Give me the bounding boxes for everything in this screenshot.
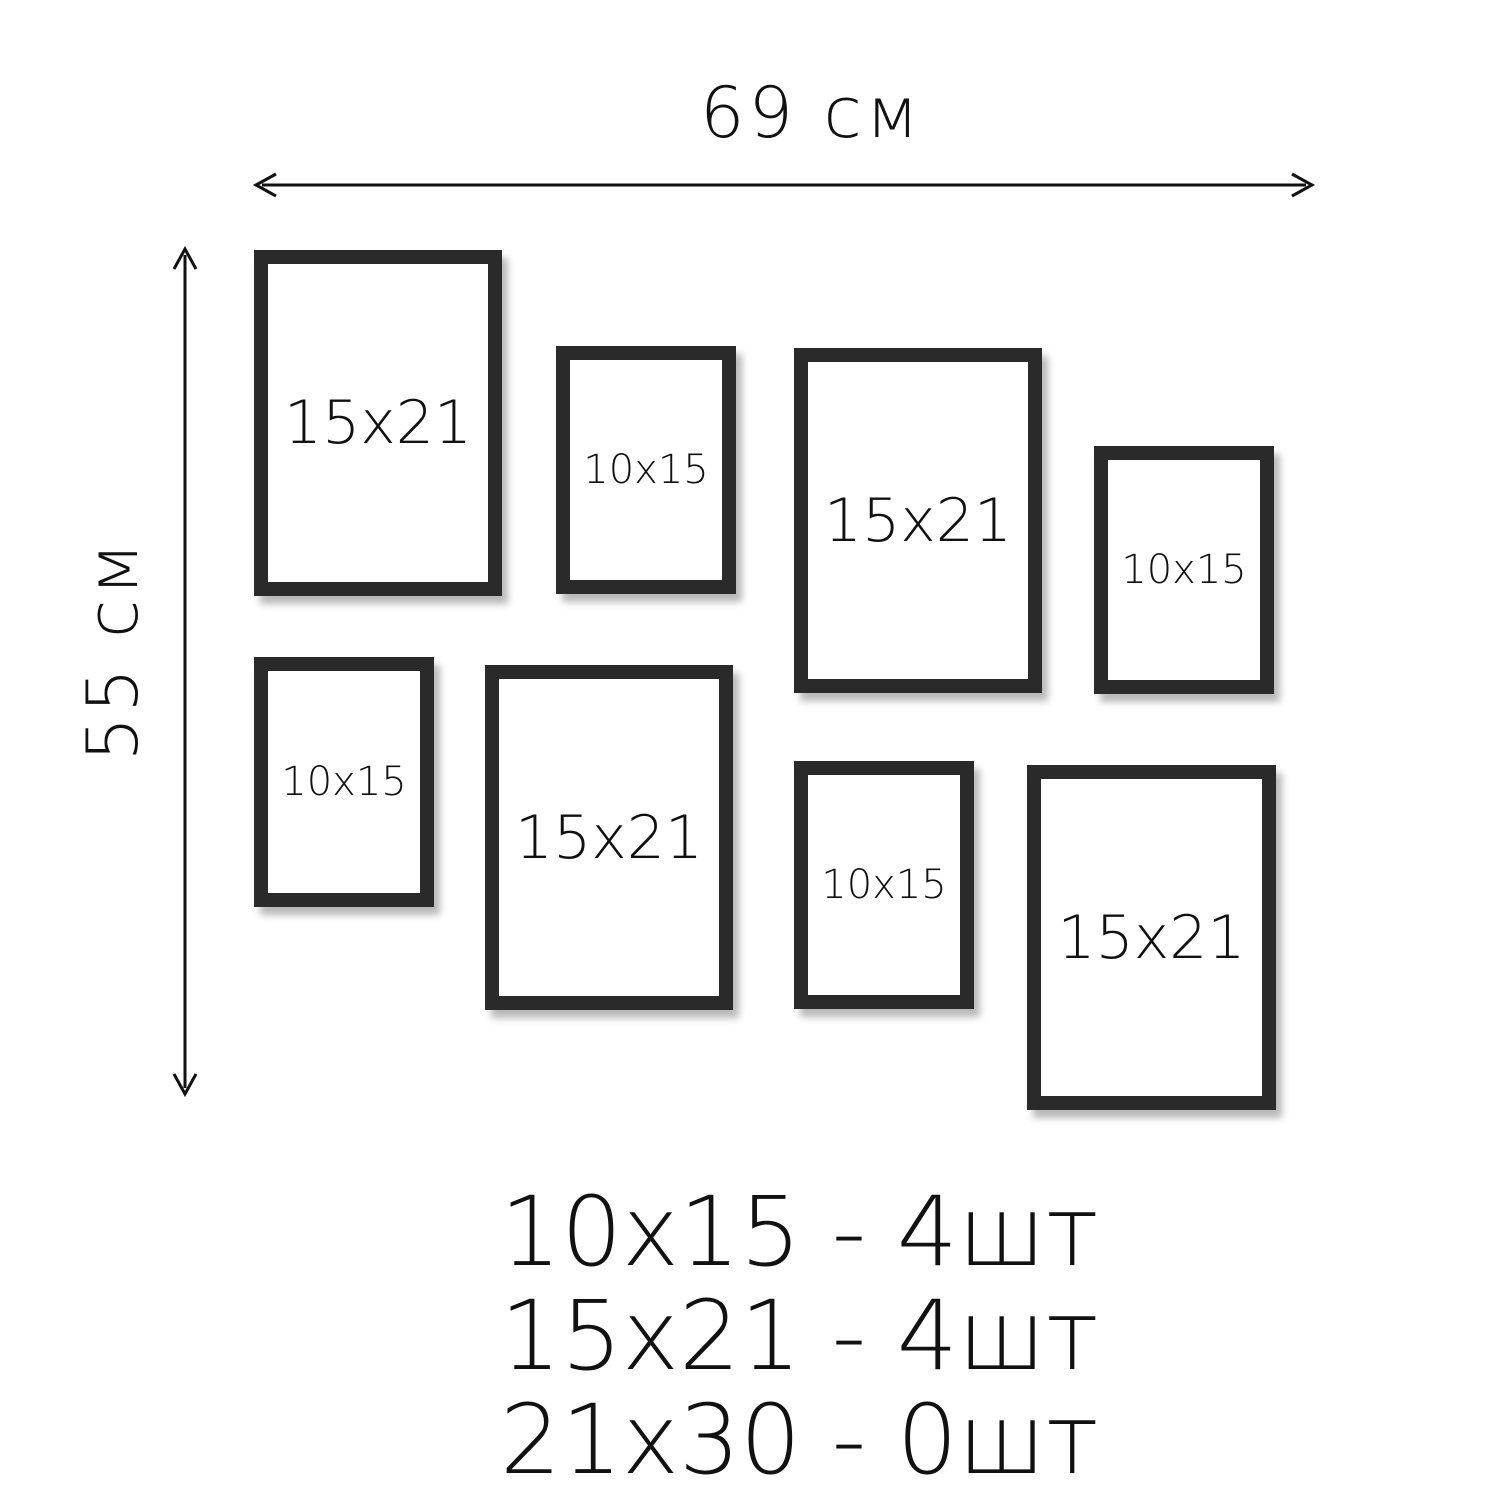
- frame-10x15: 10x15: [794, 761, 974, 1009]
- summary-line-15x21: 15x21 - 4шт: [500, 1280, 1099, 1392]
- frame-size-label: 10x15: [821, 862, 947, 908]
- frame-10x15: 10x15: [254, 657, 434, 907]
- width-label: 69 см: [700, 72, 923, 154]
- frame-15x21: 15x21: [794, 348, 1042, 693]
- summary-line-21x30: 21x30 - 0шт: [500, 1384, 1099, 1496]
- frame-15x21: 15x21: [254, 250, 502, 596]
- frame-size-label: 10x15: [583, 447, 709, 493]
- frame-10x15: 10x15: [556, 346, 736, 594]
- frame-count-summary: 10x15 - 4шт 15x21 - 4шт 21x30 - 0шт: [500, 1180, 1260, 1492]
- frame-15x21: 15x21: [1027, 765, 1276, 1110]
- frame-size-label: 15x21: [514, 802, 704, 873]
- frame-size-label: 10x15: [1121, 547, 1247, 593]
- frame-size-label: 15x21: [283, 388, 473, 458]
- frame-10x15: 10x15: [1094, 446, 1274, 694]
- summary-line-10x15: 10x15 - 4шт: [500, 1176, 1099, 1288]
- frame-size-label: 15x21: [823, 485, 1013, 556]
- frame-15x21: 15x21: [485, 665, 733, 1010]
- height-label: 55 см: [72, 538, 154, 762]
- frame-size-label: 10x15: [281, 759, 407, 805]
- frame-size-label: 15x21: [1057, 902, 1246, 973]
